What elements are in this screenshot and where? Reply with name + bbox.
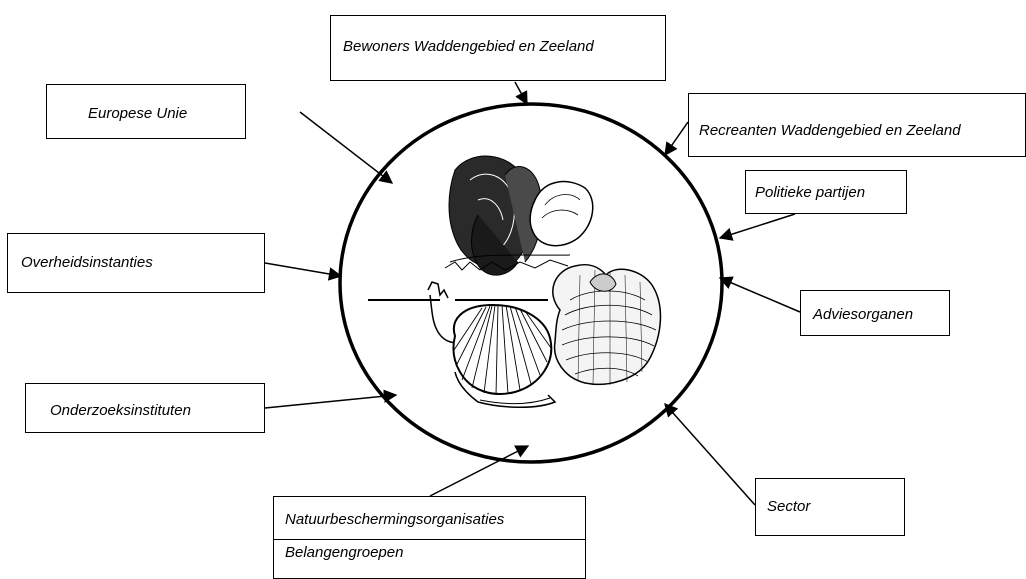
arrow-onderzoeksinstituten	[264, 389, 398, 409]
cockle-icon	[368, 281, 557, 409]
stakeholder-adviesorganen: Adviesorganen	[800, 290, 950, 336]
arrow-recreanten	[664, 121, 689, 157]
label-adviesorganen: Adviesorganen	[813, 306, 914, 323]
label-overheidsinstanties: Overheidsinstanties	[21, 254, 153, 271]
stakeholder-bewoners: Bewoners Waddengebied en Zeeland	[330, 15, 666, 81]
arrow-politieke-partijen	[718, 213, 796, 241]
arrow-overheidsinstanties	[264, 262, 343, 281]
stakeholder-sector: Sector	[755, 478, 905, 536]
stakeholder-natuurbeschermingsorganisaties: Natuurbeschermingsorganisaties	[273, 496, 586, 540]
stakeholder-belangengroepen: Belangengroepen	[273, 539, 586, 579]
mussel-icon	[444, 155, 594, 276]
stakeholder-overheidsinstanties: Overheidsinstanties	[7, 233, 265, 293]
label-politieke-partijen: Politieke partijen	[755, 184, 866, 201]
label-europese-unie: Europese Unie	[88, 105, 188, 122]
label-belangengroepen: Belangengroepen	[285, 544, 404, 561]
central-ellipse	[338, 102, 724, 464]
label-recreanten: Recreanten Waddengebied en Zeeland	[699, 122, 961, 139]
arrow-adviesorganen	[718, 276, 801, 313]
diagram-canvas	[264, 81, 801, 506]
stakeholder-europese-unie: Europese Unie	[46, 84, 246, 139]
arrow-natuurbescherming	[429, 445, 530, 497]
stakeholder-onderzoeksinstituten: Onderzoeksinstituten	[25, 383, 265, 433]
oyster-icon	[552, 263, 662, 385]
stakeholder-diagram: Bewoners Waddengebied en Zeeland Europes…	[7, 15, 1026, 579]
stakeholder-recreanten: Recreanten Waddengebied en Zeeland	[688, 93, 1026, 157]
arrow-sector	[664, 402, 756, 506]
label-natuurbeschermingsorganisaties: Natuurbeschermingsorganisaties	[285, 511, 505, 528]
stakeholder-politieke-partijen: Politieke partijen	[745, 170, 907, 214]
arrow-europese-unie	[299, 111, 394, 184]
label-onderzoeksinstituten: Onderzoeksinstituten	[50, 402, 191, 419]
label-sector: Sector	[767, 498, 811, 515]
arrow-bewoners	[514, 81, 528, 106]
label-bewoners: Bewoners Waddengebied en Zeeland	[343, 38, 594, 55]
